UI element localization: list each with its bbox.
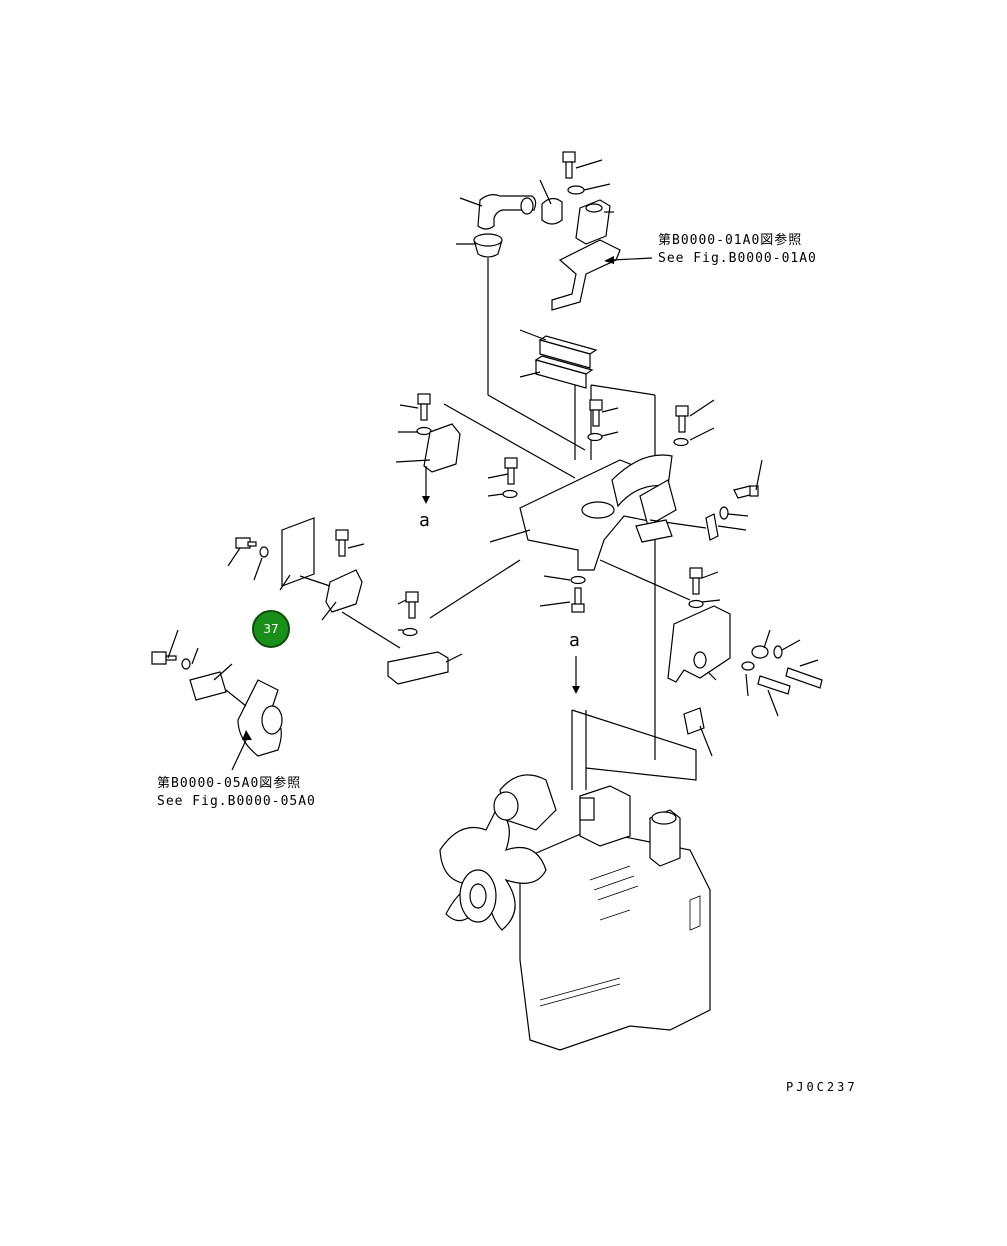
upper-bracket-group xyxy=(551,151,653,311)
top-reference-en: See Fig.B0000-01A0 xyxy=(658,251,817,266)
air-intake-pipe-group xyxy=(456,179,563,258)
marker-a-arrow xyxy=(571,656,697,790)
figure-code: PJ0C237 xyxy=(786,1080,858,1094)
right-lower-bracket-group xyxy=(599,559,823,757)
left-elbow-group xyxy=(151,629,283,771)
main-mounting-plate xyxy=(487,399,677,613)
spacer-bars xyxy=(519,329,598,389)
left-upper-bracket-group xyxy=(395,393,576,504)
right-upper-group xyxy=(635,399,763,543)
marker-a-left: a xyxy=(419,510,430,531)
part-callout-badge[interactable]: 37 xyxy=(252,610,290,648)
engine xyxy=(439,774,711,1051)
left-reference-jp: 第B0000-05A0図参照 xyxy=(157,776,302,791)
lower-centre-bracket-group xyxy=(387,559,521,685)
left-reference-en: See Fig.B0000-05A0 xyxy=(157,794,316,809)
top-reference-jp: 第B0000-01A0図参照 xyxy=(658,233,803,248)
left-mid-bracket-group xyxy=(227,517,401,649)
marker-a-centre: a xyxy=(569,630,580,651)
